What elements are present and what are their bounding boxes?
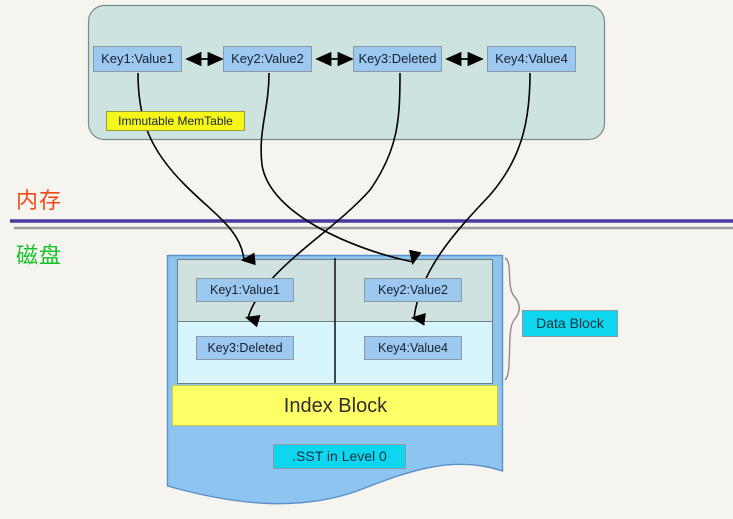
flush-curve-key1 (137, 72, 256, 266)
sst-cell-key1[interactable]: Key1:Value1 (196, 278, 294, 302)
memory-label: 内存 (16, 189, 63, 214)
disk-label: 磁盘 (16, 244, 63, 269)
data-block-tag: Data Block (522, 310, 618, 337)
sst-level0-tag: .SST in Level 0 (273, 444, 406, 469)
sst-cell-key4[interactable]: Key4:Value4 (364, 336, 462, 360)
flush-curve-key2 (260, 72, 422, 266)
sst-cell-key3[interactable]: Key3:Deleted (196, 336, 294, 360)
flush-curve-key4 (410, 72, 531, 326)
index-block (172, 385, 498, 426)
data-block-brace (504, 257, 520, 381)
index-block-label: Index Block (283, 395, 388, 417)
memtable-entry-key2[interactable]: Key2:Value2 (223, 46, 312, 72)
memtable-container (87, 4, 606, 141)
memtable-entry-key4[interactable]: Key4:Value4 (487, 46, 576, 72)
immutable-memtable-tag: Immutable MemTable (106, 111, 245, 131)
memtable-entry-key3[interactable]: Key3:Deleted (353, 46, 442, 72)
memtable-entry-key1[interactable]: Key1:Value1 (93, 46, 182, 72)
sst-cell-key2[interactable]: Key2:Value2 (364, 278, 462, 302)
